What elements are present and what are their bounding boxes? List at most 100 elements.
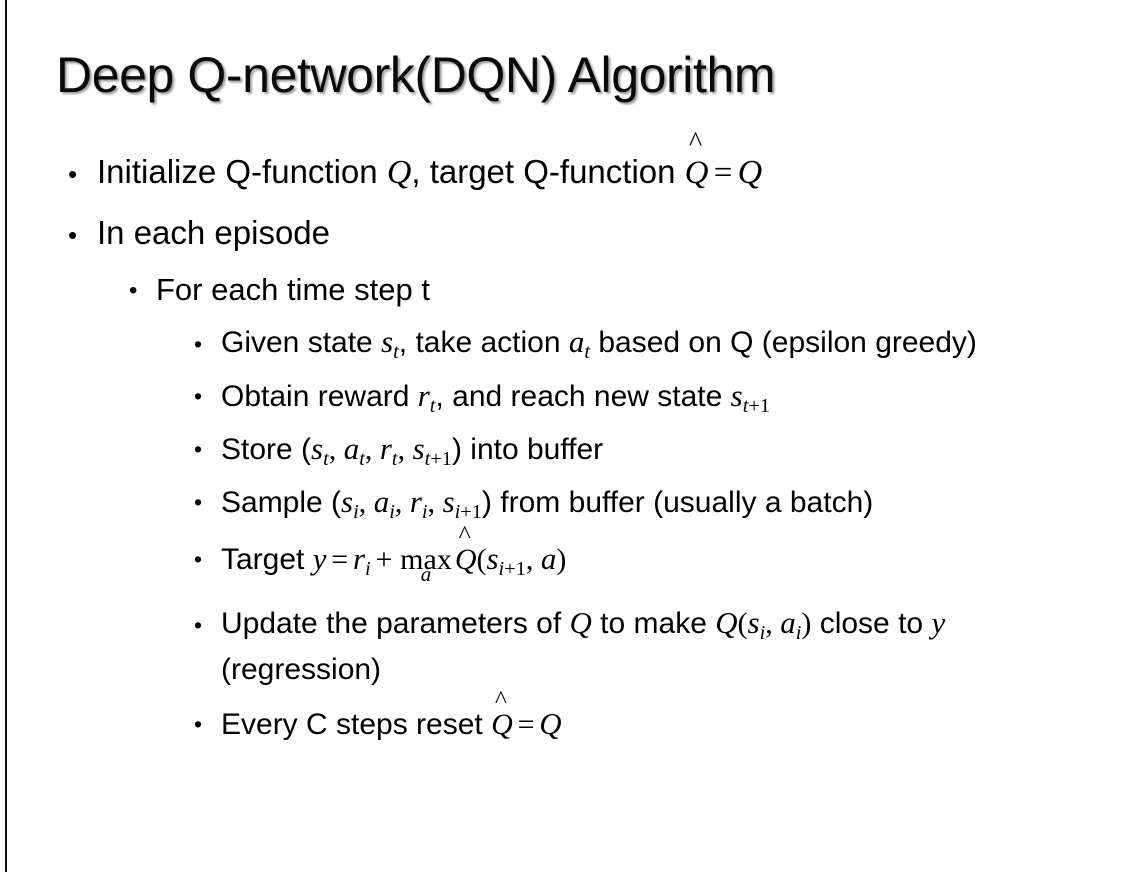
math-q-hat: ^Q [684, 128, 709, 203]
math-s-subscript: t+1 [425, 448, 452, 470]
math-a: ai [373, 484, 395, 522]
list-item-text: Store (st, at, rt, st+1) into buffer [221, 424, 1094, 475]
list-item-given-state: • Given state st, take action at based o… [0, 319, 1124, 369]
math-equals: = [713, 155, 733, 191]
list-item-text: Obtain reward rt, and reach new state st… [221, 371, 1094, 422]
math-s-base: s [730, 378, 743, 413]
math-r-base: r [352, 541, 365, 576]
bullet-glyph: • [194, 711, 203, 737]
math-s-next: si+1 [487, 541, 526, 579]
text-segment: Update the parameters of [221, 607, 570, 640]
math-r: ri [409, 484, 428, 522]
math-a-base: a [780, 605, 796, 640]
math-q: Q [569, 605, 592, 640]
text-segment: , take action [398, 326, 569, 359]
math-a: at [568, 324, 590, 362]
math-s-base: s [311, 431, 324, 466]
text-segment: Target [221, 543, 313, 576]
math-s-subscript: t [323, 448, 329, 471]
math-equals: = [331, 543, 349, 576]
bullet-glyph: • [68, 159, 78, 189]
subscript-var: i [498, 558, 505, 581]
math-s-subscript: t [393, 341, 399, 364]
text-comma: , [394, 486, 410, 519]
bullet-glyph: • [129, 277, 138, 304]
math-r-base: r [379, 431, 392, 466]
math-a-base: a [343, 431, 360, 466]
text-comma: , [397, 433, 413, 466]
math-s: st [311, 431, 329, 469]
text-segment: Every C steps reset [221, 708, 492, 741]
slide-left-border [5, 0, 7, 872]
text-comma: , [328, 433, 344, 466]
text-segment: Obtain reward [221, 380, 418, 413]
math-equals: = [517, 708, 535, 741]
text-comma: , [765, 607, 781, 640]
math-q-hat: ^Q [454, 522, 477, 585]
list-item-text: Initialize Q-function Q, target Q-functi… [97, 128, 1124, 203]
paren-open: ( [737, 607, 748, 640]
math-a: ai [780, 605, 801, 643]
slide-body-list: • Initialize Q-function Q, target Q-func… [0, 128, 1124, 750]
math-r-subscript: t [429, 395, 436, 418]
math-a-subscript: i [795, 622, 802, 645]
math-s-subscript: i [759, 622, 766, 645]
bullet-glyph: • [194, 383, 203, 409]
math-y: y [931, 605, 946, 640]
math-s-subscript: i [353, 501, 359, 524]
math-q: Q [539, 706, 562, 741]
list-item-for-each-time-step: • For each time step t [0, 263, 1124, 317]
subscript-var: t [742, 395, 749, 418]
list-item-obtain-reward: • Obtain reward rt, and reach new state … [0, 371, 1124, 422]
list-item-update-parameters: • Update the parameters of Q to make Q(s… [0, 600, 1124, 693]
math-s-subscript: i+1 [455, 501, 482, 523]
math-a: a [540, 541, 557, 576]
math-s: si [341, 484, 359, 522]
bullet-glyph: • [194, 436, 203, 462]
math-a-subscript: i [389, 501, 395, 524]
math-r-base: r [417, 378, 430, 413]
math-a-base: a [568, 324, 585, 359]
text-comma: , [358, 486, 374, 519]
math-s-base: s [747, 605, 760, 640]
list-item-text: Sample (si, ai, ri, si+1) from buffer (u… [221, 477, 1094, 528]
paren-close: ) [801, 607, 812, 640]
text-segment: (regression) [221, 653, 382, 686]
math-q-hat-base: Q [684, 155, 709, 191]
list-item-text: Every C steps reset ^Q=Q [221, 687, 1094, 750]
math-r-base: r [409, 484, 422, 519]
math-s-subscript: t+1 [743, 395, 770, 417]
subscript-offset: +1 [460, 501, 482, 524]
text-comma: , [525, 543, 541, 576]
text-comma: , [427, 486, 443, 519]
math-q-hat-base: Q [454, 543, 477, 576]
math-a-subscript: t [359, 448, 365, 471]
subscript-var: t [424, 448, 431, 471]
math-r-subscript: t [391, 448, 398, 471]
list-item-text: For each time step t [156, 272, 430, 307]
math-q-hat-base: Q [491, 708, 513, 741]
math-s-base: s [442, 484, 455, 519]
math-a-subscript: t [584, 341, 591, 364]
text-segment: Store ( [221, 433, 312, 466]
math-max-limit: a [420, 562, 432, 587]
text-segment: ) from buffer (usually a batch) [481, 486, 874, 519]
list-item-text: In each episode [97, 214, 331, 251]
math-s-base: s [341, 484, 354, 519]
math-s-next: st+1 [413, 431, 452, 469]
text-segment: to make [591, 607, 716, 640]
bullet-glyph: • [194, 612, 203, 638]
list-item-in-each-episode: • In each episode [0, 203, 1124, 263]
list-item-sample-batch: • Sample (si, ai, ri, si+1) from buffer … [0, 477, 1124, 528]
text-segment: Initialize Q-function [97, 153, 387, 190]
list-item-store-transition: • Store (st, at, rt, st+1) into buffer [0, 424, 1124, 475]
math-q2: Q [715, 605, 738, 640]
math-a: at [343, 431, 365, 469]
text-segment: based on Q (epsilon greedy) [590, 326, 977, 359]
math-r-subscript: i [421, 501, 428, 524]
math-a-base: a [373, 484, 390, 519]
math-r: rt [417, 378, 436, 416]
math-s-next: st+1 [730, 378, 770, 416]
